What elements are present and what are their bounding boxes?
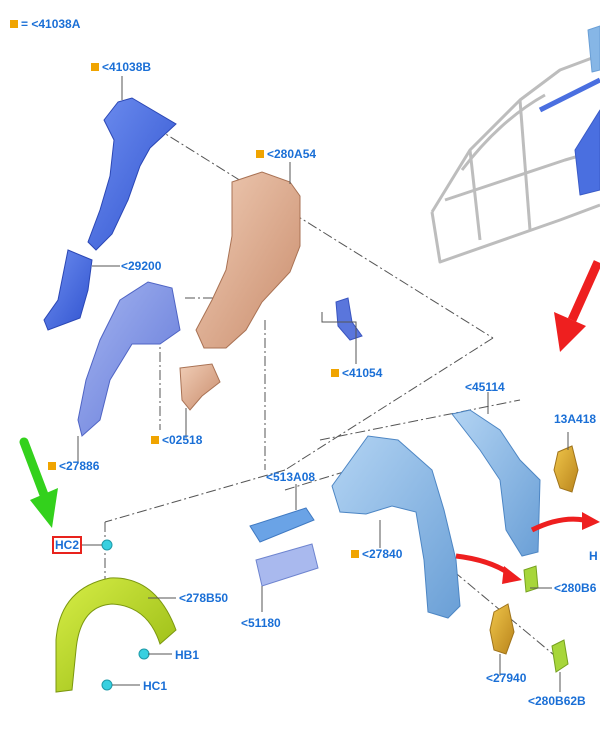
part-41038b-pillar xyxy=(87,97,177,251)
callout-text: HB1 xyxy=(175,648,200,662)
callout-27840[interactable]: <27840 xyxy=(351,547,402,561)
part-29200-bracket xyxy=(43,249,93,331)
green-arrow xyxy=(19,437,58,528)
part-marker xyxy=(91,63,99,71)
callout-51180[interactable]: <51180 xyxy=(241,616,281,630)
callout-text: <27886 xyxy=(59,459,100,473)
callout-text: <51180 xyxy=(241,616,281,630)
legend-marker xyxy=(10,20,18,28)
callout-text: H xyxy=(589,549,598,563)
callout-text: <27940 xyxy=(486,671,527,685)
callout-text: <27840 xyxy=(362,547,403,561)
callout-280b62b[interactable]: <280B62B xyxy=(528,694,586,708)
callout-513a08[interactable]: <513A08 xyxy=(266,470,315,484)
callout-02518[interactable]: <02518 xyxy=(151,433,202,447)
callout-hb1[interactable]: HB1 xyxy=(175,648,199,662)
legend: = <41038A xyxy=(10,17,80,31)
callout-text: <45114 xyxy=(465,380,505,394)
callout-text: <280B6 xyxy=(554,581,597,595)
callout-text: <280B62B xyxy=(528,694,586,708)
callout-text: <29200 xyxy=(121,259,162,273)
callout-h-partial[interactable]: H xyxy=(589,549,598,563)
part-513a08-reinforcement xyxy=(249,507,315,543)
callout-text: <513A08 xyxy=(266,470,316,484)
part-280a54-quarter-panel-inner xyxy=(195,171,301,349)
callout-13a418[interactable]: 13A418 xyxy=(554,412,596,426)
part-marker xyxy=(331,369,339,377)
clip-hb1 xyxy=(138,648,150,660)
callout-hc2[interactable]: HC2 xyxy=(51,536,83,554)
callout-hc1[interactable]: HC1 xyxy=(143,679,167,693)
callout-text: <41038B xyxy=(102,60,152,74)
callout-41038b[interactable]: <41038B xyxy=(91,60,151,74)
callout-text: <41054 xyxy=(342,366,383,380)
part-02518-panel xyxy=(179,363,221,411)
legend-text: = <41038A xyxy=(21,17,81,31)
part-278b50-wheelhouse-liner xyxy=(55,577,177,693)
callout-45114[interactable]: <45114 xyxy=(465,380,505,394)
callout-text: <278B50 xyxy=(179,591,229,605)
body-side-frame xyxy=(430,25,600,264)
clip-hc1 xyxy=(101,679,113,691)
red-arrow-center xyxy=(455,553,522,584)
callout-text-highlighted: HC2 xyxy=(51,536,83,554)
callout-41054[interactable]: <41054 xyxy=(331,366,382,380)
part-marker xyxy=(48,462,56,470)
callout-text: HC1 xyxy=(143,679,168,693)
part-marker xyxy=(151,436,159,444)
red-arrow-right xyxy=(530,512,600,533)
part-27840-body-side-inner xyxy=(331,435,461,619)
callout-280b6[interactable]: <280B6 xyxy=(554,581,596,595)
callout-27940[interactable]: <27940 xyxy=(486,671,526,685)
part-45114-pillar xyxy=(451,409,541,557)
callout-29200[interactable]: <29200 xyxy=(121,259,161,273)
part-27886-inner-wheelhouse xyxy=(77,281,181,437)
callout-27886[interactable]: <27886 xyxy=(48,459,99,473)
callout-text: <02518 xyxy=(162,433,203,447)
callout-text: <280A54 xyxy=(267,147,317,161)
part-13a418-bracket xyxy=(553,445,579,493)
red-arrow-large xyxy=(554,260,600,352)
part-27940-bracket xyxy=(489,603,515,655)
part-41054-bracket xyxy=(335,297,363,341)
callout-text: 13A418 xyxy=(554,412,597,426)
part-marker xyxy=(256,150,264,158)
part-280b62b-bracket xyxy=(551,639,569,673)
part-51180-reinforcement xyxy=(255,543,319,587)
clip-hc2 xyxy=(101,539,113,551)
callout-280a54[interactable]: <280A54 xyxy=(256,147,316,161)
part-marker xyxy=(351,550,359,558)
leader-lines xyxy=(77,76,569,692)
callout-278b50[interactable]: <278B50 xyxy=(179,591,228,605)
